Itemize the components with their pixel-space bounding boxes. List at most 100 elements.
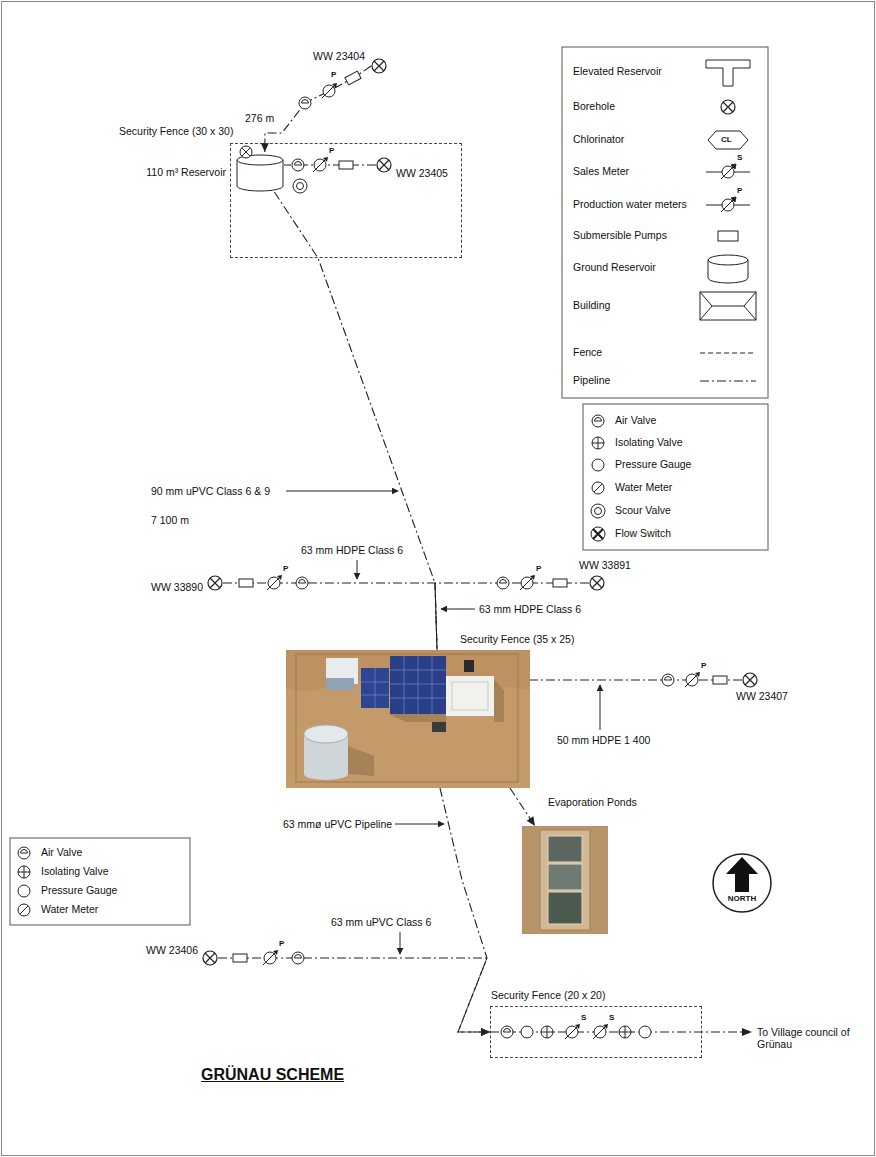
- drawing-path: [600, 685, 601, 730]
- drawing-circle: [377, 158, 391, 172]
- legend-text: Pressure Gauge: [614, 458, 692, 470]
- pipeline-line: [530, 679, 742, 680]
- pipeline-line: [265, 66, 371, 152]
- drawing-ellipse: [304, 725, 348, 743]
- drawing-rect: [548, 836, 582, 862]
- drawing-ellipse: [304, 768, 348, 780]
- symbol-letter: S: [581, 1013, 586, 1022]
- drawing-use: [501, 1026, 513, 1038]
- legend-text: Air Valve: [40, 846, 83, 858]
- legend-box: [583, 404, 768, 550]
- pipeline-line: [218, 958, 490, 1032]
- legend-text: Chlorinator: [572, 133, 625, 145]
- drawing-path: [400, 932, 401, 954]
- drawing-svg: [371, 58, 387, 74]
- drawing-rect: [326, 678, 354, 690]
- symbol-letter: P: [329, 146, 334, 155]
- pipe-label: 63 mm uPVC Class 6: [330, 916, 432, 928]
- drawing-svg: [742, 672, 758, 688]
- drawing-use: [345, 71, 361, 85]
- legend-text: Borehole: [572, 100, 616, 112]
- drawing-path: [286, 491, 398, 492]
- pipe-length: 276 m: [244, 112, 275, 124]
- drawing-circle: [203, 951, 217, 965]
- drawing-rect: [548, 864, 582, 890]
- pipeline-line: [510, 788, 535, 826]
- drawing-circle: [713, 854, 771, 912]
- borehole: WW 23406: [202, 950, 218, 966]
- legend-text: Isolating Valve: [40, 865, 110, 877]
- drawing-use: [592, 482, 604, 494]
- symbol-letter: S: [609, 1013, 614, 1022]
- legend-text: Elevated Reservoir: [572, 65, 663, 77]
- drawing-circle: [590, 576, 604, 590]
- drawing-path: [348, 746, 374, 776]
- drawing-use: [322, 83, 337, 98]
- node-label: Evaporation Ponds: [548, 796, 637, 808]
- pipe-label: 50 mm HDPE 1 400: [556, 734, 651, 746]
- pipeline: [223, 583, 437, 650]
- legend-text: Water Meter: [40, 903, 99, 915]
- drawing-path: [379, 160, 389, 170]
- pipeline: [530, 679, 742, 680]
- drawing-svg: [376, 157, 392, 173]
- drawing-use: [639, 1026, 651, 1038]
- drawing-use: [18, 847, 30, 859]
- drawing-path: [361, 656, 446, 714]
- drawing-use: [267, 575, 282, 590]
- pipeline-fittings: [233, 71, 752, 1039]
- drawing-use: [18, 904, 30, 916]
- node-label: WW 23404: [313, 50, 365, 62]
- drawing-use: [592, 437, 604, 449]
- drawing-svg: [236, 152, 284, 192]
- drawing-rect: [286, 650, 530, 788]
- node-label: WW 33891: [579, 559, 631, 571]
- symbol-letter: P: [701, 661, 706, 670]
- drawing-path: [389, 714, 446, 722]
- drawing-use: [541, 1026, 553, 1038]
- ground-reservoir: 110 m³ Reservoir: [236, 152, 284, 192]
- drawing-use: [18, 866, 30, 878]
- drawing-use: [592, 459, 604, 471]
- drawing-use: [233, 954, 247, 962]
- drawing-rect: [718, 231, 738, 241]
- legend-text: Ground Reservoir: [572, 261, 657, 273]
- node-label: WW 33890: [151, 581, 203, 593]
- node-label: 110 m³ Reservoir: [146, 166, 226, 178]
- drawing-path: [745, 675, 755, 685]
- node-label: WW 23405: [396, 167, 448, 179]
- drawing-rect: [464, 660, 474, 672]
- drawing-use: [721, 197, 736, 212]
- drawing-use: [521, 1026, 533, 1038]
- drawing-circle: [743, 673, 757, 687]
- node-label: NORTH: [712, 894, 772, 903]
- symbol-letter: P: [279, 939, 284, 948]
- node-label: WW 23406: [146, 944, 198, 956]
- drawing-use: [685, 672, 700, 687]
- pipe-label: 63 mm HDPE Class 6: [300, 544, 404, 556]
- legend-text: Building: [572, 299, 611, 311]
- node-label: Security Fence (35 x 25): [460, 633, 574, 645]
- drawing-rect: [540, 830, 590, 930]
- drawing-path: [706, 60, 750, 86]
- drawing-use: [18, 885, 30, 897]
- drawing-path: [700, 353, 756, 354]
- pipeline: [440, 788, 490, 1036]
- drawing-circle: [240, 146, 252, 158]
- legend-text: Pressure Gauge: [40, 884, 118, 896]
- treatment-plant: Security Fence (35 x 25): [286, 650, 530, 788]
- borehole: WW 23404: [371, 58, 387, 74]
- drawing-path: [242, 148, 250, 156]
- drawing-path: [742, 1028, 752, 1036]
- borehole: WW 23407: [742, 672, 758, 688]
- node-label: WW 23407: [736, 690, 788, 702]
- drawing-use: [592, 415, 604, 427]
- evaporation-ponds: Evaporation Ponds: [522, 826, 608, 934]
- drawing-rect: [446, 676, 494, 716]
- pipeline: [261, 66, 371, 152]
- drawing-path: [700, 292, 756, 320]
- legend-symbols: [18, 60, 756, 916]
- legend-text: Pipeline: [572, 374, 611, 386]
- drawing-use: [263, 950, 278, 965]
